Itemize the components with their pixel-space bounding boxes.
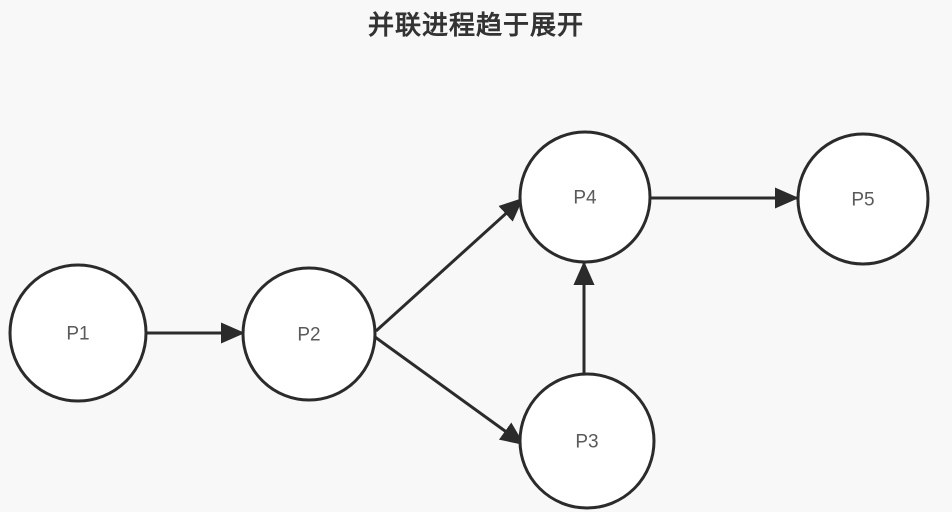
node-p4[interactable]: P4 — [518, 130, 652, 264]
node-shape-p4[interactable] — [518, 130, 652, 264]
edge-p2-to-p4 — [374, 197, 524, 333]
node-shape-p3[interactable] — [518, 372, 656, 510]
node-p2[interactable]: P2 — [241, 266, 377, 402]
node-p5[interactable]: P5 — [796, 132, 930, 266]
page-title: 并联进程趋于展开 — [367, 10, 584, 40]
node-shape-p2[interactable] — [241, 266, 377, 402]
node-p1[interactable]: P1 — [8, 263, 148, 403]
edges-layer — [147, 187, 799, 446]
node-p3[interactable]: P3 — [518, 372, 656, 510]
node-shape-p1[interactable] — [8, 263, 148, 403]
node-shape-p5[interactable] — [796, 132, 930, 266]
edge-p2-to-p3 — [374, 335, 525, 446]
